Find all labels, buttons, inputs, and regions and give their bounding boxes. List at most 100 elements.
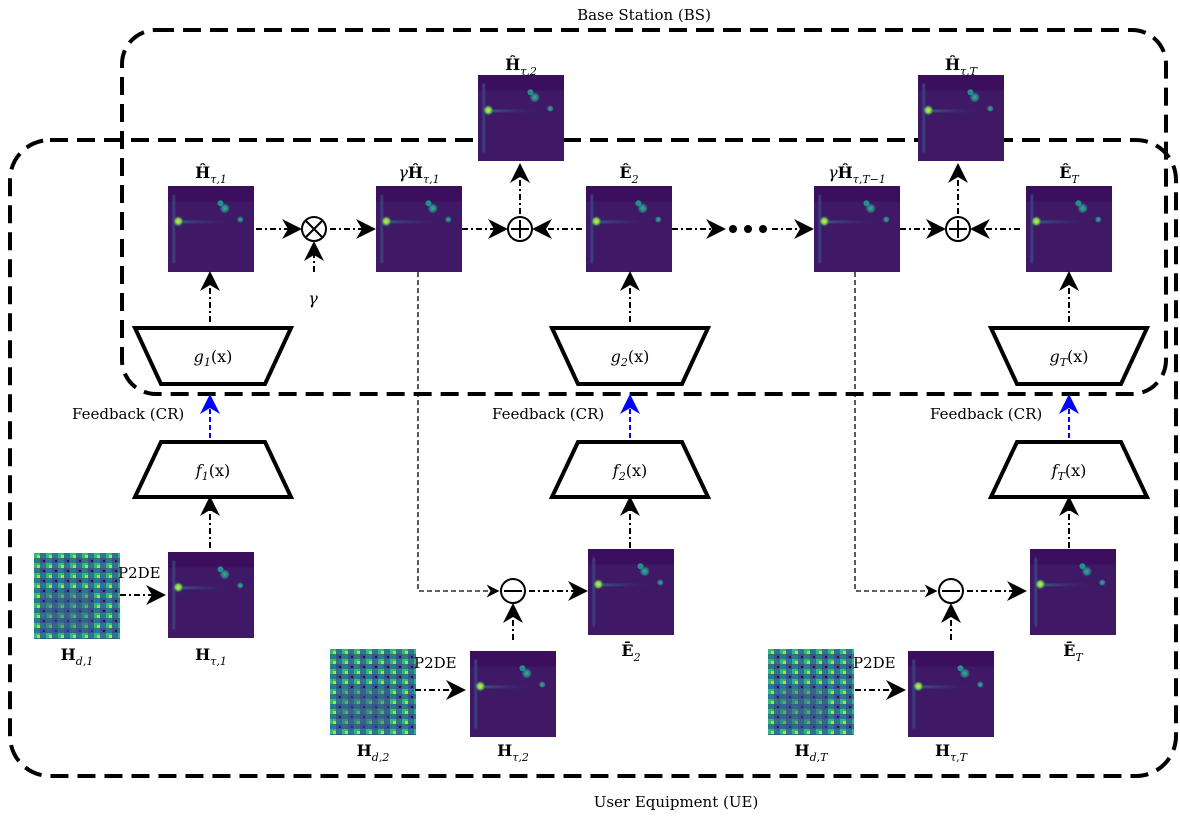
label-h-d-2: Hd,2 [357,741,390,764]
decoder-g2: g2(x) [548,326,712,386]
label-sub: τ,T [950,751,969,764]
ue-region-frame [8,138,1178,778]
decoder-g2-arg: (x) [628,347,650,366]
label-sub: T [1075,651,1084,664]
label-h-hat-tau-2: Ĥτ,2 [505,54,537,78]
heatmap-h-hat-tau-1 [168,186,254,272]
label-e-bar-2: Ē2 [621,640,640,664]
decoder-gT-name: g [1049,347,1059,366]
encoder-f1: f1(x) [131,440,295,499]
heatmap-e-bar-2 [588,549,674,635]
svg-text:fT(x): fT(x) [1051,461,1087,483]
spatial-h-d-1 [34,553,120,639]
bs-region-title: Base Station (BS) [577,6,711,24]
svg-text:f2(x): f2(x) [612,461,647,483]
encoder-f2-arg: (x) [626,461,648,480]
label-main: Ē [1063,640,1075,660]
label-h-d-T: Hd,T [795,741,830,764]
encoder-f1-arg: (x) [209,461,231,480]
label-sub: 2 [631,173,639,186]
label-gamma-h-hat-tau-1: γĤτ,1 [398,162,439,186]
label-e-hat-T: ÊT [1059,162,1080,186]
label-h-tau-2: Hτ,2 [497,741,529,764]
label-main: Ĥ [408,162,423,182]
label-sub: τ,1 [423,173,440,186]
decoder-gT-sub: T [1060,356,1069,369]
label-sub: τ,T [960,65,979,78]
encoder-f1-name: f [195,461,205,480]
label-main: Ĥ [945,54,960,74]
feedback-label-T: Feedback (CR) [930,405,1042,423]
label-sub: τ,T−1 [853,173,886,186]
heatmap-gamma-h-hat-tau-1 [376,186,462,272]
label-main: Ĥ [505,54,520,74]
flow-arrows [120,163,1079,700]
heatmap-h-tau-T [908,651,994,737]
decoder-g1-name: g [194,347,204,366]
svg-text:f1(x): f1(x) [195,461,230,483]
skip-lines [417,272,938,598]
label-e-hat-2: Ê2 [619,162,638,186]
encoder-f1-sub: 1 [202,470,209,483]
bs-region-frame [120,28,1168,396]
subtract-operator-2 [938,578,964,604]
svg-text:g1(x): g1(x) [194,347,233,369]
ue-region-title: User Equipment (UE) [594,793,759,811]
encoder-f2: f2(x) [548,440,712,499]
label-h-d-1: Hd,1 [61,645,94,668]
label-main: Ĥ [838,162,853,182]
spatial-h-d-T [768,649,854,735]
encoder-fT-name: f [1051,461,1061,480]
label-h-tau-1: Hτ,1 [195,645,227,668]
label-main: H [61,645,76,664]
label-sub: d,2 [372,751,390,764]
heatmap-e-hat-T [1026,186,1112,272]
label-sub: d,1 [76,655,94,668]
label-main: Ê [1059,162,1071,182]
ellipsis-dots [729,225,767,233]
decoder-g2-sub: 2 [620,356,628,369]
label-sub: τ,2 [520,65,537,78]
label-gamma-h-hat-tau-T1: γĤτ,T−1 [828,162,886,186]
heatmap-gamma-h-hat-tau-T1 [814,186,900,272]
add-operator-2 [945,216,971,242]
feedback-arrows [200,394,1079,438]
label-prefix: γ [398,163,408,182]
p2de-label-1: P2DE [118,564,161,582]
label-sub: τ,1 [210,655,227,668]
decoder-g1-sub: 1 [204,356,211,369]
label-main: Ē [621,640,633,660]
label-sub: τ,2 [512,751,529,764]
heatmap-h-tau-1 [168,552,254,638]
spatial-h-d-2 [330,649,416,735]
label-main: H [357,741,372,760]
gamma-label: γ [308,289,318,308]
decoder-gT-arg: (x) [1067,347,1089,366]
encoder-fT-sub: T [1058,470,1067,483]
label-main: Ĥ [195,162,210,182]
label-main: H [497,741,512,760]
label-h-hat-tau-1: Ĥτ,1 [195,162,227,186]
encoder-fT-arg: (x) [1065,461,1087,480]
add-operator-1 [507,216,533,242]
p2de-label-T: P2DE [853,654,896,672]
label-sub: d,T [810,751,830,764]
label-main: Ê [619,162,631,182]
label-e-bar-T: ĒT [1063,640,1084,664]
label-sub: 2 [633,651,641,664]
label-prefix: γ [828,163,838,182]
svg-text:g2(x): g2(x) [611,347,650,369]
decoder-g2-name: g [611,347,621,366]
multiply-operator [301,216,327,242]
heatmap-e-hat-2 [586,186,672,272]
label-h-tau-T: Hτ,T [935,741,969,764]
feedback-label-1: Feedback (CR) [72,405,184,423]
heatmap-h-hat-tau-2 [478,75,564,161]
decoder-g1: g1(x) [131,326,295,386]
heatmap-e-bar-T [1030,549,1116,635]
encoder-f2-name: f [612,461,622,480]
svg-text:gT(x): gT(x) [1049,347,1088,369]
subtract-operator-1 [500,578,526,604]
encoder-f2-sub: 2 [618,470,626,483]
